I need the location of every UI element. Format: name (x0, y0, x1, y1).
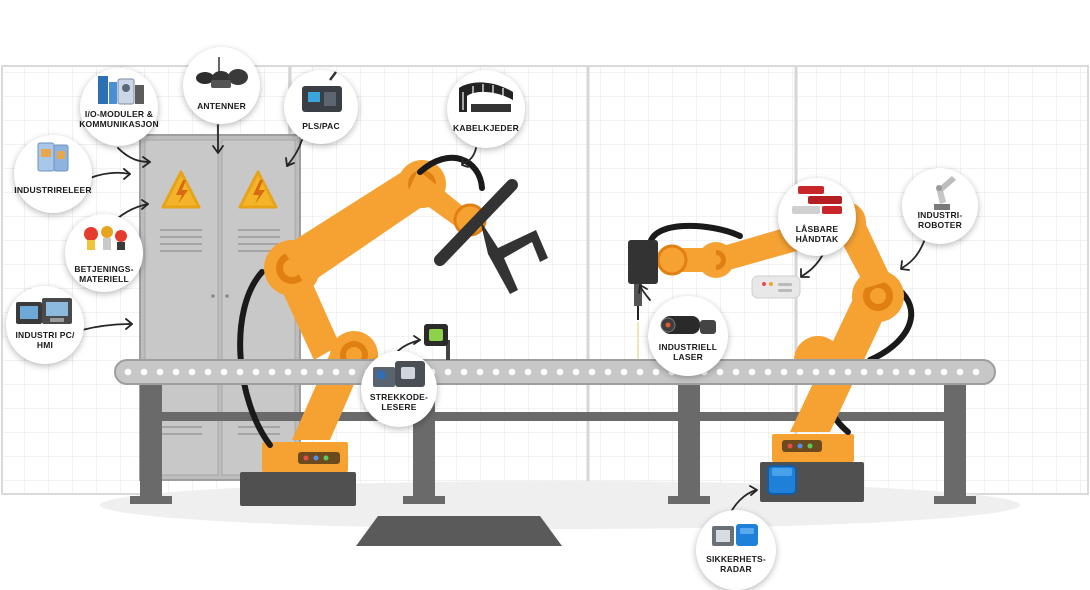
conveyor-roller (780, 368, 788, 376)
callout-label: INDUSTRI- ROBOTER (917, 210, 963, 230)
conveyor-roller (844, 368, 852, 376)
barcode-reader-icon (373, 361, 425, 387)
conveyor-roller (444, 368, 452, 376)
callout-label: PLS/PAC (302, 121, 340, 131)
conveyor-roller (188, 368, 196, 376)
conveyor-roller (940, 368, 948, 376)
callout-industri-pc-hmi[interactable]: INDUSTRI PC/ HMI (6, 286, 84, 364)
conveyor-roller (492, 368, 500, 376)
callout-kabelkjeder[interactable]: KABELKJEDER (447, 70, 525, 148)
callout-strekkodelesere[interactable]: STREKKODE- LESERE (361, 351, 437, 427)
conveyor-roller (604, 368, 612, 376)
callout-label: STREKKODE- LESERE (369, 392, 429, 412)
robot-arm-icon (934, 176, 956, 210)
lockable-handle-icon (792, 186, 842, 214)
warning-sign-left (161, 170, 201, 209)
floor-mat (356, 516, 562, 546)
conveyor-roller (124, 368, 132, 376)
conveyor-roller (572, 368, 580, 376)
conveyor-roller (540, 368, 548, 376)
barcode-device (424, 324, 450, 360)
warning-sign-right (238, 170, 278, 209)
conveyor-roller (908, 368, 916, 376)
callout-label: ANTENNER (197, 101, 246, 111)
conveyor-roller (140, 368, 148, 376)
safety-radar-icon (712, 524, 758, 546)
callout-industrireleer[interactable]: INDUSTRIRELEER (14, 135, 92, 213)
callout-pls-pac[interactable]: PLS/PAC (284, 70, 358, 144)
conveyor-roller (172, 368, 180, 376)
callout-label: SIKKERHETS- RADAR (706, 554, 766, 574)
conveyor-roller (204, 368, 212, 376)
conveyor-roller (316, 368, 324, 376)
conveyor-roller (460, 368, 468, 376)
conveyor-roller (236, 368, 244, 376)
io-module-icon (98, 76, 144, 105)
antenna-icon (196, 57, 248, 88)
conveyor-roller (556, 368, 564, 376)
conveyor-roller (620, 368, 628, 376)
callout-industriroboter[interactable]: INDUSTRI- ROBOTER (902, 168, 978, 244)
conveyor-roller (476, 368, 484, 376)
callout-label: I/O-MODULER & KOMMUNIKASJON (79, 109, 159, 129)
conveyor-roller (348, 368, 356, 376)
conveyor-roller (284, 368, 292, 376)
conveyor-roller (156, 368, 164, 376)
conveyor-roller (300, 368, 308, 376)
callout-label: INDUSTRI PC/ HMI (15, 330, 75, 350)
conveyor-roller (764, 368, 772, 376)
callout-industriell-laser[interactable]: INDUSTRIELL LASER (648, 296, 728, 376)
left-robot-arm (237, 154, 548, 506)
callout-label: INDUSTRIRELEER (14, 185, 92, 195)
callout-label: INDUSTRIELL LASER (658, 342, 718, 362)
conveyor-roller (636, 368, 644, 376)
callout-antenner[interactable]: ANTENNER (183, 47, 260, 124)
callout-label: KABELKJEDER (453, 123, 519, 133)
conveyor-roller (828, 368, 836, 376)
conveyor-roller (796, 368, 804, 376)
conveyor-roller (252, 368, 260, 376)
conveyor-roller (524, 368, 532, 376)
conveyor-roller (924, 368, 932, 376)
conveyor-roller (732, 368, 740, 376)
conveyor-roller (588, 368, 596, 376)
callout-label: BETJENINGS- MATERIELL (74, 264, 134, 284)
conveyor-roller (812, 368, 820, 376)
conveyor-roller (860, 368, 868, 376)
conveyor-roller (972, 368, 980, 376)
conveyor-roller (956, 368, 964, 376)
cable-chain-icon (459, 82, 513, 112)
conveyor-legs (130, 380, 976, 504)
conveyor-roller (876, 368, 884, 376)
callout-io-moduler[interactable]: I/O-MODULER & KOMMUNIKASJON (79, 68, 159, 146)
radar-device (767, 465, 797, 495)
floor-shadow (100, 481, 1020, 529)
conveyor-roller (892, 368, 900, 376)
conveyor-roller (508, 368, 516, 376)
control-panel (751, 275, 801, 299)
industrial-pc-icon (16, 298, 72, 324)
conveyor-roller (220, 368, 228, 376)
conveyor-roller (652, 368, 660, 376)
plc-icon (302, 71, 342, 112)
conveyor-roller (332, 368, 340, 376)
electrical-cabinet (139, 134, 301, 481)
callout-lasbare-handtak[interactable]: LÅSBARE HÅNDTAK (778, 178, 856, 256)
callout-betjeningsmateriell[interactable]: BETJENINGS- MATERIELL (65, 214, 143, 292)
conveyor-belt (114, 359, 996, 385)
laser-icon (660, 316, 716, 334)
conveyor-roller (268, 368, 276, 376)
callout-label: LÅSBARE HÅNDTAK (795, 224, 839, 244)
conveyor-roller (748, 368, 756, 376)
conveyor-roller (716, 368, 724, 376)
callout-sikkerhetsradar[interactable]: SIKKERHETS- RADAR (696, 510, 776, 590)
relay-icon (37, 142, 69, 172)
